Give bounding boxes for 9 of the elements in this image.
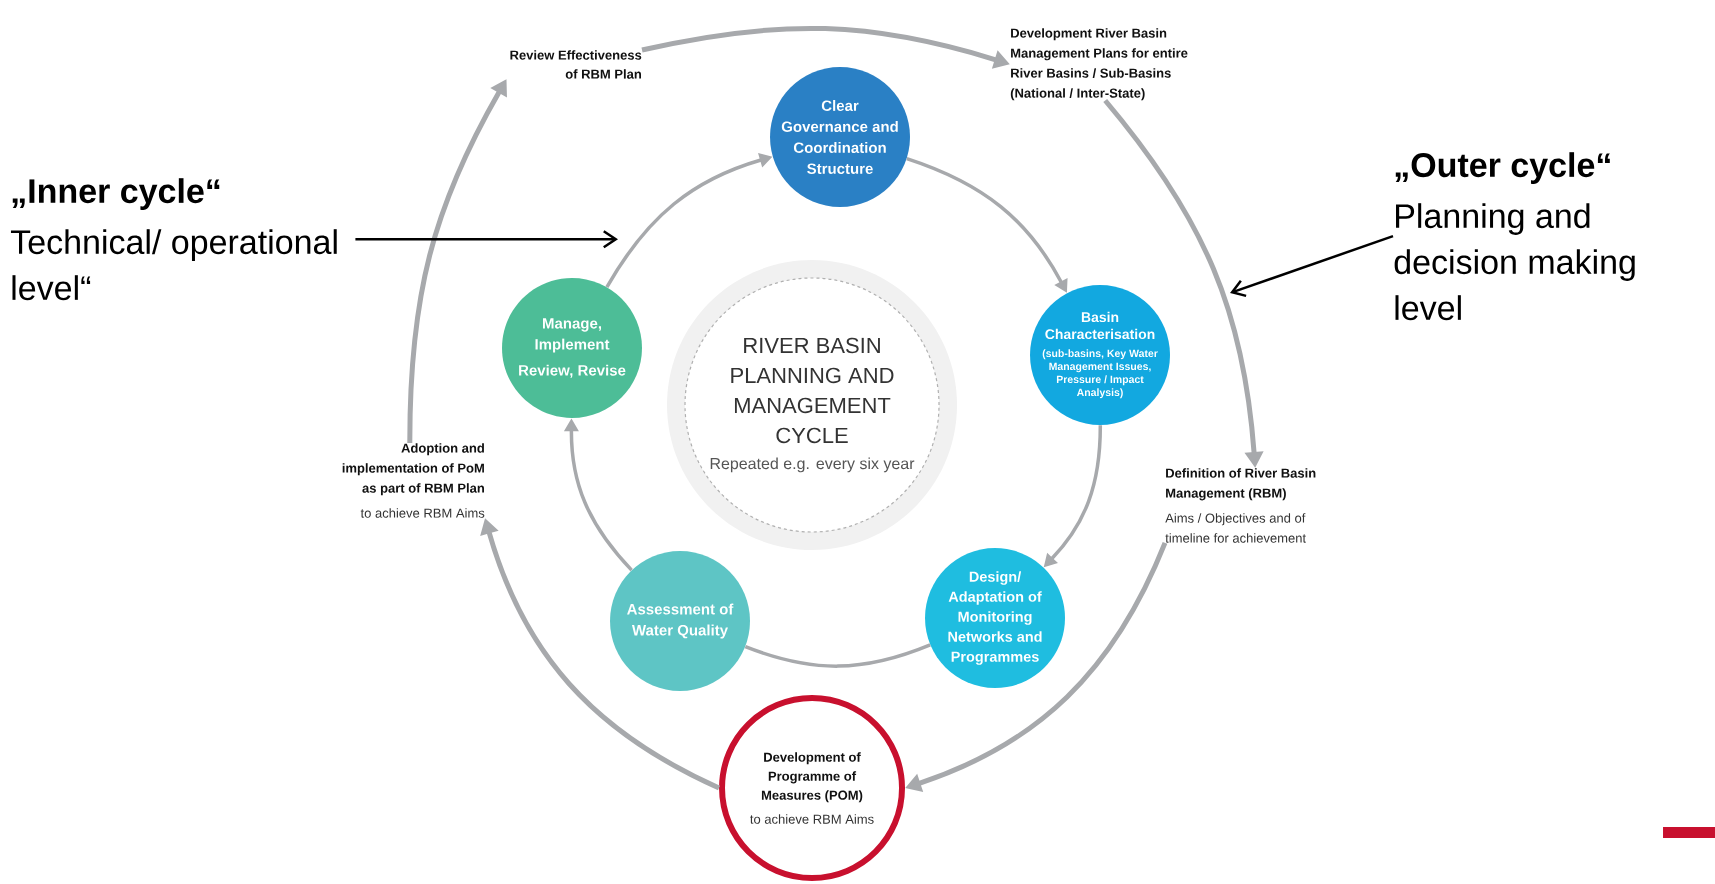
- cycle-label: „Outer cycle“ Planning and decision making level: [1394, 152, 1635, 321]
- step-label: Definition of River Basin Management (RBM) Aims / Objectives and of timeline for achievement: [1165, 468, 1316, 543]
- cycle-label: „Inner cycle“ Technical/ operational level“: [10, 178, 337, 301]
- center-circle: RIVER BASIN PLANNING AND MANAGEMENT CYCLE Repeated e.g. every six year: [697, 290, 927, 520]
- step-label: Development River Basin Management Plans for entire River Basins / Sub-Basins (National / Inter-State): [1010, 28, 1188, 101]
- arrow: [1230, 235, 1394, 298]
- step-label: Review Effectiveness of RBM Plan: [510, 50, 642, 79]
- step-label: Adoption and implementation of PoM as part of RBM Plan to achieve RBM Aims: [342, 443, 485, 518]
- arrow: [355, 230, 618, 249]
